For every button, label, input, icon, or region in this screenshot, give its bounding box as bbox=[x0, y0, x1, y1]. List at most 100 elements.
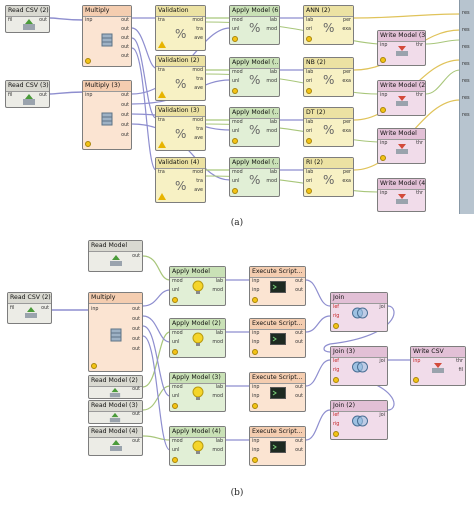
port-inp[interactable]: inp bbox=[252, 288, 260, 293]
port-unl[interactable]: unl bbox=[232, 129, 240, 134]
port-mod[interactable]: mod bbox=[212, 288, 223, 293]
result-port[interactable]: res bbox=[462, 78, 470, 84]
port-inp[interactable]: inp bbox=[380, 43, 388, 48]
result-port[interactable]: res bbox=[462, 95, 470, 101]
port-out[interactable]: out bbox=[39, 93, 47, 98]
port-lab[interactable]: lab bbox=[306, 18, 314, 23]
port-out[interactable]: out bbox=[295, 385, 303, 390]
op-validation-4[interactable]: Validation (4) tra mod tra ave % bbox=[155, 157, 206, 203]
op-validation-2[interactable]: Validation (2) tra mod tra ave % bbox=[155, 55, 206, 101]
op-validation[interactable]: Validation tra mod tra ave % bbox=[155, 5, 206, 51]
port-lab[interactable]: lab bbox=[306, 170, 314, 175]
port-mod[interactable]: mod bbox=[172, 439, 183, 444]
op-read-csv-2[interactable]: Read CSV (2) fil out bbox=[7, 292, 52, 324]
port-mod[interactable]: mod bbox=[266, 27, 277, 32]
port-lab[interactable]: lab bbox=[306, 120, 314, 125]
op-join-3[interactable]: Join (3) lef rig joi bbox=[330, 346, 388, 386]
op-multiply-3[interactable]: Multiply (3) inp out out out out out bbox=[82, 80, 132, 150]
op-apply-model[interactable]: Apply Model mod unl lab mod bbox=[169, 266, 226, 306]
port-inp[interactable]: inp bbox=[91, 307, 99, 312]
op-join-2[interactable]: Join (2) lef rig joi bbox=[330, 400, 388, 440]
port-mod[interactable]: mod bbox=[192, 68, 203, 73]
port-inp[interactable]: inp bbox=[252, 439, 260, 444]
port-inp[interactable]: inp bbox=[380, 191, 388, 196]
port-tra[interactable]: tra bbox=[196, 27, 203, 32]
op-write-model[interactable]: Write Model inp thr bbox=[377, 128, 426, 164]
port-rig[interactable]: rig bbox=[333, 422, 340, 427]
port-ave[interactable]: ave bbox=[194, 136, 203, 141]
port-inp[interactable]: inp bbox=[252, 394, 260, 399]
op-apply-model-2[interactable]: Apply Model (2) mod unl lab mod bbox=[169, 318, 226, 358]
port-out[interactable]: out bbox=[132, 347, 140, 352]
port-out[interactable]: out bbox=[132, 337, 140, 342]
op-read-csv-2[interactable]: Read CSV (2) fil out bbox=[5, 5, 50, 33]
op-execute-script-3[interactable]: Execute Script... inp inp out out bbox=[249, 372, 306, 412]
port-mod[interactable]: mod bbox=[266, 179, 277, 184]
port-ave[interactable]: ave bbox=[194, 86, 203, 91]
port-lab[interactable]: lab bbox=[269, 70, 277, 75]
op-write-model-3[interactable]: Write Model (3) inp thr bbox=[377, 30, 426, 66]
port-inp[interactable]: inp bbox=[413, 359, 421, 364]
op-write-model-2[interactable]: Write Model (2) inp thr bbox=[377, 80, 426, 116]
port-ori[interactable]: ori bbox=[306, 79, 313, 84]
port-out[interactable]: out bbox=[39, 18, 47, 23]
port-per[interactable]: per bbox=[343, 170, 351, 175]
port-unl[interactable]: unl bbox=[172, 394, 180, 399]
op-read-model[interactable]: Read Model out bbox=[88, 240, 143, 272]
port-mod[interactable]: mod bbox=[172, 279, 183, 284]
op-join[interactable]: Join lef rig joi bbox=[330, 292, 388, 332]
port-ori[interactable]: ori bbox=[306, 179, 313, 184]
port-ave[interactable]: ave bbox=[194, 36, 203, 41]
op-execute-script-1[interactable]: Execute Script... inp inp out out bbox=[249, 266, 306, 306]
port-mod[interactable]: mod bbox=[232, 120, 243, 125]
port-mod[interactable]: mod bbox=[266, 129, 277, 134]
result-port[interactable]: res bbox=[462, 27, 470, 33]
port-lab[interactable]: lab bbox=[215, 279, 223, 284]
port-mod[interactable]: mod bbox=[266, 79, 277, 84]
op-write-model-4[interactable]: Write Model (4) inp thr bbox=[377, 178, 426, 212]
op-read-csv-3[interactable]: Read CSV (3) fil out bbox=[5, 80, 50, 108]
port-unl[interactable]: unl bbox=[232, 27, 240, 32]
port-out[interactable]: out bbox=[295, 394, 303, 399]
result-port[interactable]: res bbox=[462, 61, 470, 67]
port-lab[interactable]: lab bbox=[215, 331, 223, 336]
port-inp[interactable]: inp bbox=[252, 385, 260, 390]
port-inp[interactable]: inp bbox=[380, 93, 388, 98]
port-mod[interactable]: mod bbox=[192, 170, 203, 175]
port-out[interactable]: out bbox=[121, 93, 129, 98]
port-fil[interactable]: fil bbox=[8, 93, 13, 98]
port-out[interactable]: out bbox=[132, 439, 140, 444]
port-tra[interactable]: tra bbox=[158, 68, 165, 73]
port-joi[interactable]: joi bbox=[379, 359, 385, 364]
op-apply-model-c[interactable]: Apply Model (... mod unl lab mod % bbox=[229, 107, 280, 147]
port-lef[interactable]: lef bbox=[333, 359, 339, 364]
port-mod[interactable]: mod bbox=[232, 170, 243, 175]
port-lef[interactable]: lef bbox=[333, 413, 339, 418]
op-execute-script-2[interactable]: Execute Script... inp inp out out bbox=[249, 318, 306, 358]
port-exa[interactable]: exa bbox=[342, 129, 351, 134]
port-unl[interactable]: unl bbox=[172, 288, 180, 293]
port-joi[interactable]: joi bbox=[379, 413, 385, 418]
port-thr[interactable]: thr bbox=[416, 141, 423, 146]
port-out[interactable]: out bbox=[121, 18, 129, 23]
port-ave[interactable]: ave bbox=[194, 188, 203, 193]
port-out[interactable]: out bbox=[132, 254, 140, 259]
op-read-model-2[interactable]: Read Model (2) out bbox=[88, 375, 143, 399]
port-mod[interactable]: mod bbox=[172, 331, 183, 336]
port-thr[interactable]: thr bbox=[456, 359, 463, 364]
port-ori[interactable]: ori bbox=[306, 129, 313, 134]
result-port[interactable]: res bbox=[462, 112, 470, 118]
port-thr[interactable]: thr bbox=[416, 93, 423, 98]
port-joi[interactable]: joi bbox=[379, 305, 385, 310]
port-exa[interactable]: exa bbox=[342, 179, 351, 184]
op-multiply[interactable]: Multiply inp out out out out out bbox=[88, 292, 143, 372]
port-mod[interactable]: mod bbox=[172, 385, 183, 390]
port-inp[interactable]: inp bbox=[85, 93, 93, 98]
port-inp[interactable]: inp bbox=[380, 141, 388, 146]
port-tra[interactable]: tra bbox=[196, 77, 203, 82]
op-apply-model-3[interactable]: Apply Model (3) mod unl lab mod bbox=[169, 372, 226, 412]
port-unl[interactable]: unl bbox=[232, 79, 240, 84]
result-port[interactable]: res bbox=[462, 44, 470, 50]
port-inp[interactable]: inp bbox=[252, 340, 260, 345]
port-lab[interactable]: lab bbox=[269, 170, 277, 175]
